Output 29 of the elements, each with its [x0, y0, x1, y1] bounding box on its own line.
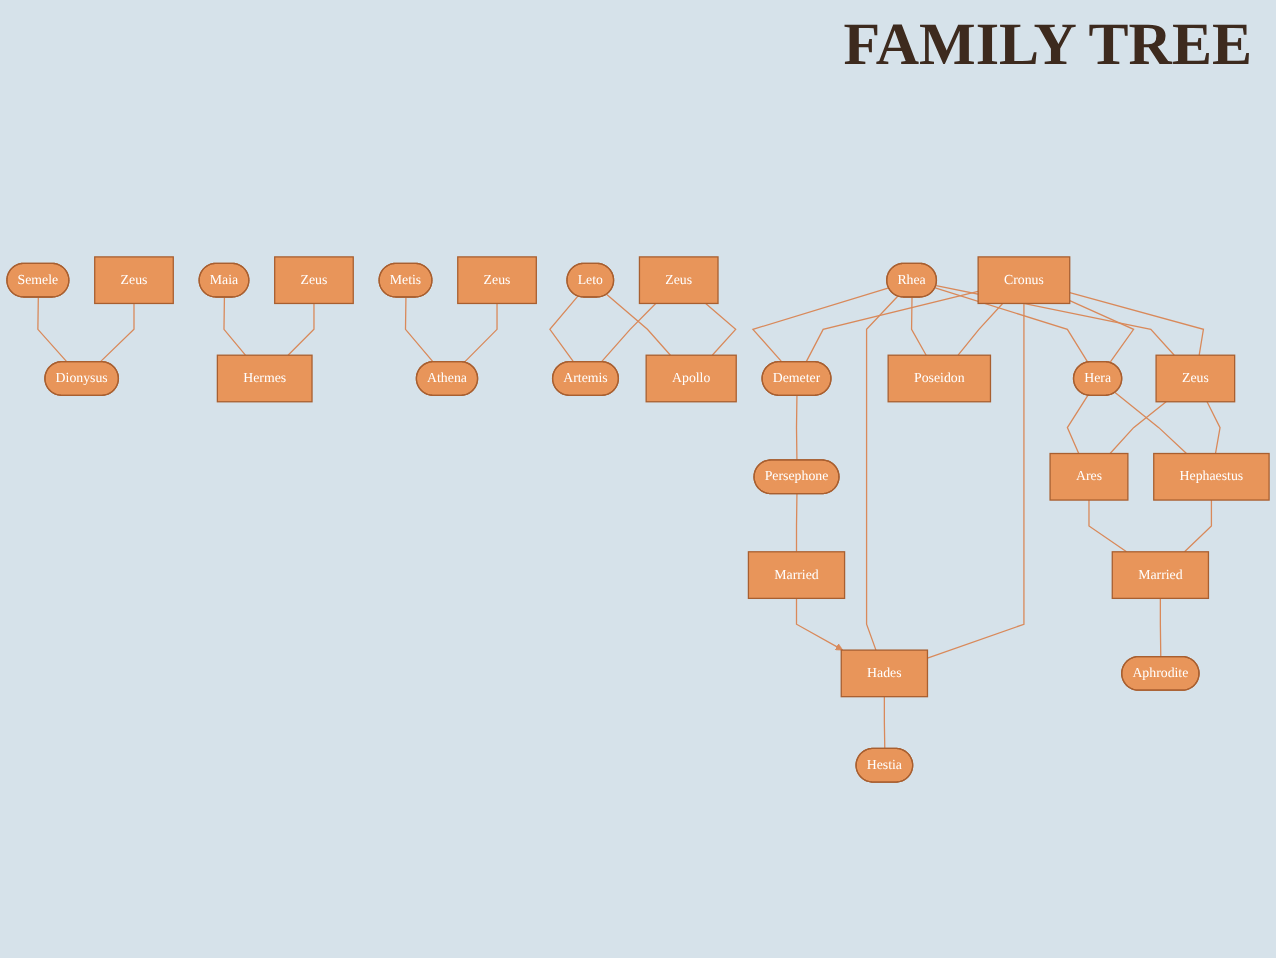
- connector: [957, 303, 1004, 357]
- connector: [37, 297, 68, 364]
- connector: [883, 696, 886, 750]
- connector: [910, 297, 927, 357]
- connector: [1069, 300, 1135, 364]
- connector: [926, 303, 1025, 660]
- connector: [1206, 401, 1221, 455]
- connector: [463, 303, 498, 364]
- title: FAMILY TREE: [843, 12, 1252, 80]
- connector: [751, 287, 890, 364]
- connector: [1069, 292, 1205, 357]
- connector: [606, 294, 672, 357]
- connector: [865, 296, 899, 652]
- connector: [1183, 499, 1213, 553]
- connector: [404, 297, 434, 364]
- connector: [99, 303, 135, 364]
- connector: [287, 303, 315, 357]
- connector: [1088, 499, 1128, 553]
- connector: [805, 291, 979, 364]
- connector: [1109, 401, 1167, 455]
- connector: [934, 287, 1089, 364]
- connector: [223, 297, 247, 357]
- connector: [795, 493, 798, 553]
- connector: [795, 395, 798, 462]
- connector: [1159, 598, 1162, 659]
- connector: [1066, 395, 1089, 455]
- connector: [1114, 392, 1188, 455]
- connector: [600, 303, 657, 364]
- arrow: [795, 598, 844, 651]
